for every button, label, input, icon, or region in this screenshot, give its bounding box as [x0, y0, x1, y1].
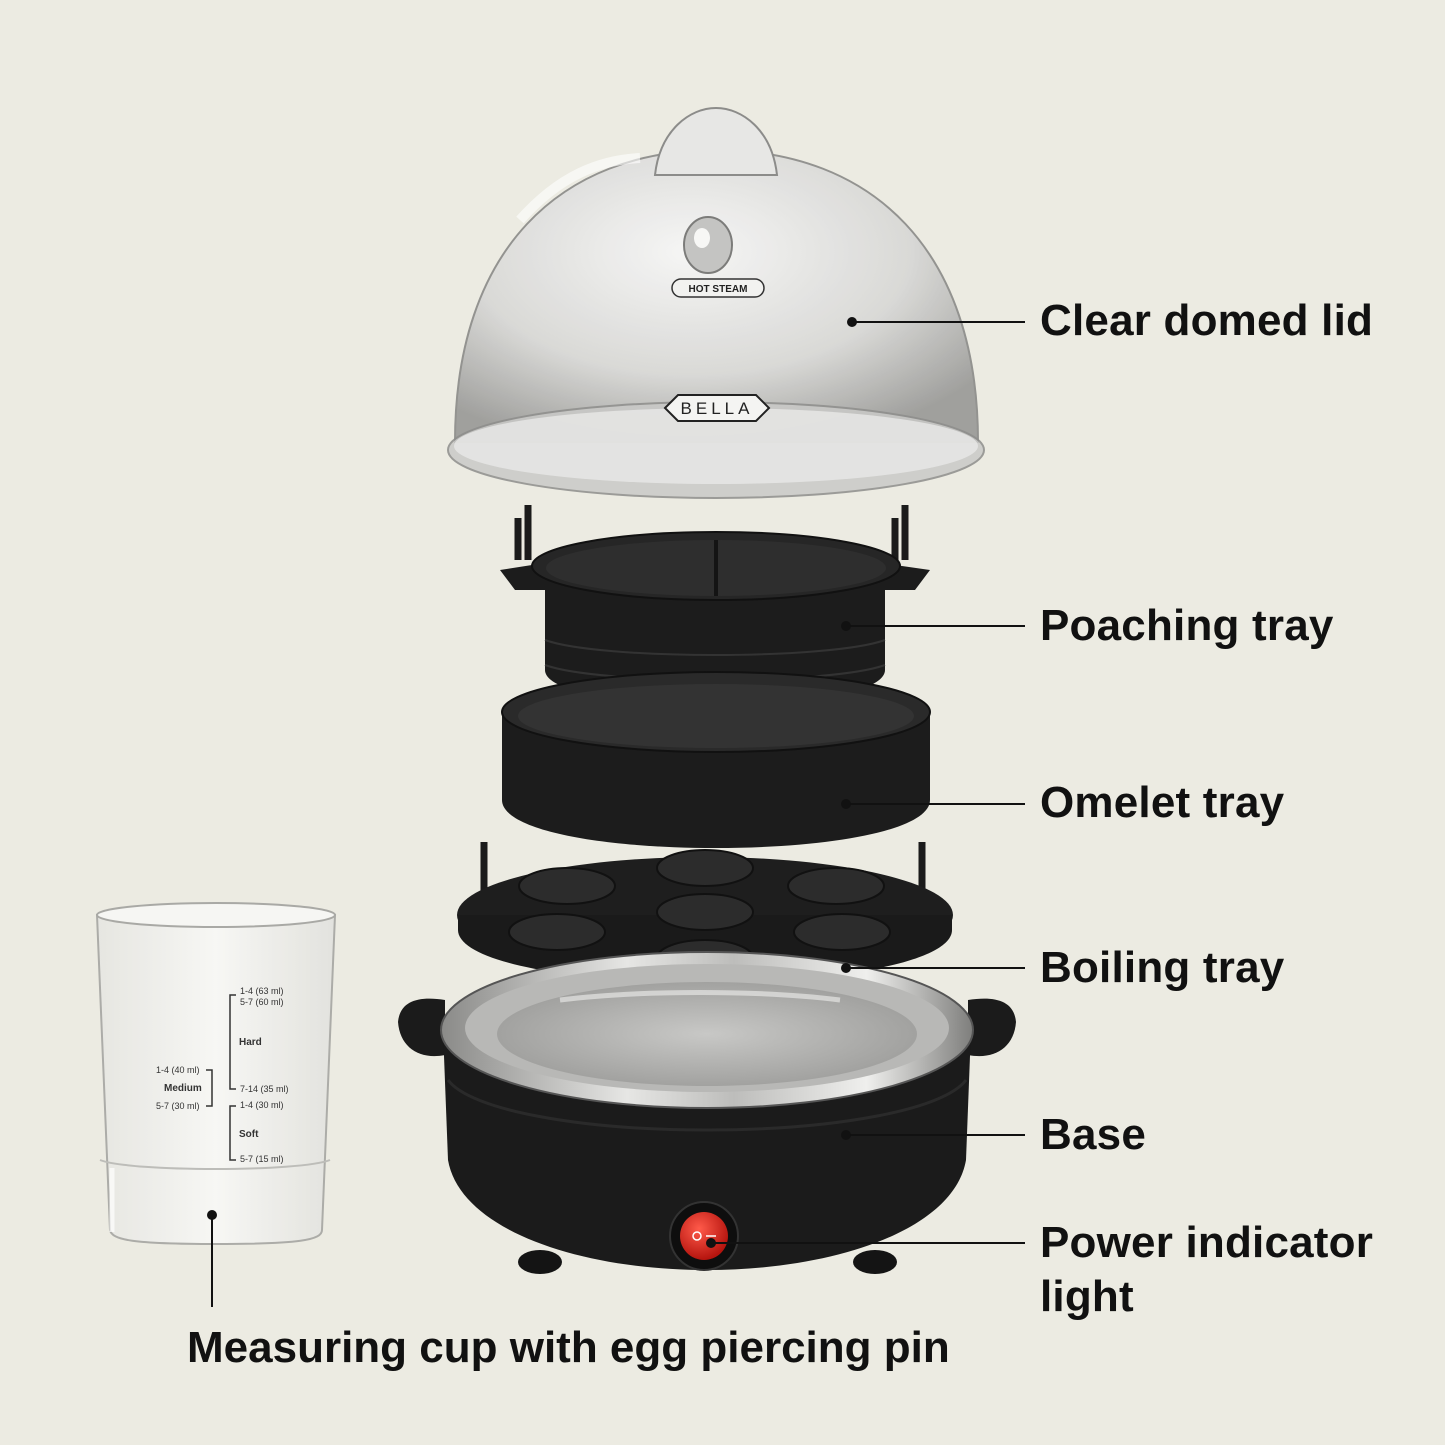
cup-soft-bottom: 5-7 (15 ml) — [240, 1154, 284, 1164]
cup-soft-top: 1-4 (30 ml) — [240, 1100, 284, 1110]
omelet-tray — [501, 671, 931, 848]
measuring-cup: 1-4 (63 ml) 5-7 (60 ml) Hard 7-14 (35 ml… — [95, 902, 337, 1246]
cup-medium-label: Medium — [164, 1083, 202, 1094]
cup-soft-label: Soft — [239, 1129, 259, 1140]
callout-omelet-tray: Omelet tray — [1040, 778, 1285, 827]
poaching-tray — [500, 505, 930, 705]
power-indicator-light — [669, 1201, 739, 1271]
callout-poaching-tray: Poaching tray — [1040, 601, 1334, 650]
cup-hard-top-1: 1-4 (63 ml) — [240, 986, 284, 996]
cup-medium-bottom: 5-7 (30 ml) — [156, 1101, 200, 1111]
cup-medium-top: 1-4 (40 ml) — [156, 1065, 200, 1075]
hot-steam-label: HOT STEAM — [689, 284, 748, 295]
callout-boiling-tray: Boiling tray — [1040, 943, 1285, 992]
cup-hard-top-2: 5-7 (60 ml) — [240, 997, 284, 1007]
base — [398, 951, 1016, 1274]
bella-logo: BELLA — [681, 399, 754, 418]
callout-clear-domed-lid: Clear domed lid — [1040, 296, 1374, 345]
callout-power-line-2: light — [1040, 1272, 1134, 1321]
cup-hard-label: Hard — [239, 1037, 262, 1048]
callout-power-indicator: Power indicator light — [1040, 1216, 1373, 1324]
callout-power-line-1: Power indicator — [1040, 1218, 1374, 1267]
clear-domed-lid: HOT STEAM BELLA — [447, 106, 985, 499]
callout-measuring-cup: Measuring cup with egg piercing pin — [187, 1323, 950, 1372]
leader-lines — [207, 317, 1025, 1307]
callout-base: Base — [1040, 1110, 1146, 1159]
cup-hard-bottom: 7-14 (35 ml) — [240, 1084, 289, 1094]
